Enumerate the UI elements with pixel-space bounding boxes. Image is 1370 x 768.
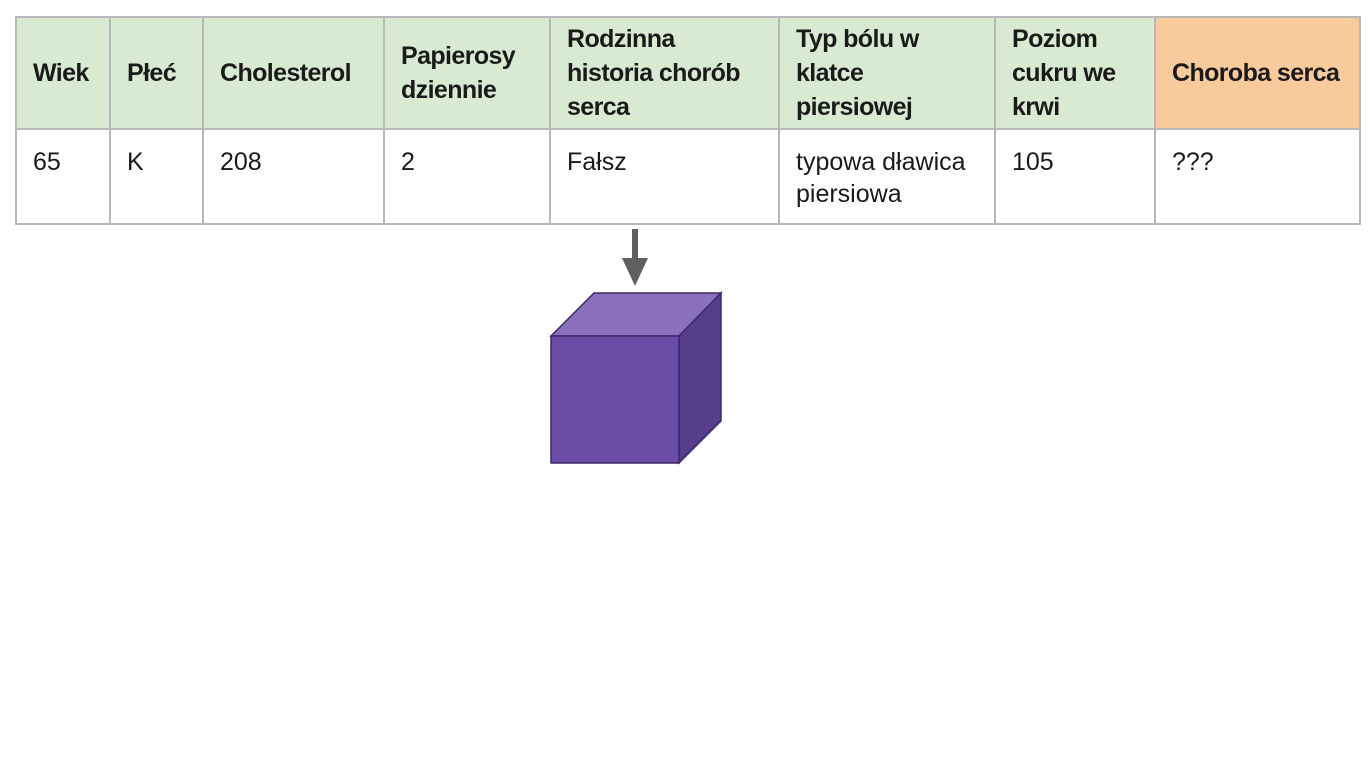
- header-rodzinna-historia: Rodzinna historia chorób serca: [549, 16, 780, 130]
- purple-cube-icon: [549, 291, 723, 465]
- cell-choroba-serca: ???: [1154, 128, 1361, 225]
- cell-cholesterol: 208: [202, 128, 385, 225]
- header-cholesterol: Cholesterol: [202, 16, 385, 130]
- table-row: 65 K 208 2 Fałsz typowa dławica piersiow…: [15, 128, 1361, 225]
- header-typ-bolu: Typ bólu w klatce piersiowej: [778, 16, 996, 130]
- header-plec: Płeć: [109, 16, 204, 130]
- header-papierosy-dziennie: Papierosy dziennie: [383, 16, 551, 130]
- header-row: Wiek Płeć Cholesterol Papierosy dziennie…: [15, 16, 1361, 130]
- down-arrow-icon: [622, 229, 648, 286]
- heart-disease-table: Wiek Płeć Cholesterol Papierosy dziennie…: [15, 16, 1361, 225]
- cube-front-face: [550, 335, 680, 464]
- header-choroba-serca: Choroba serca: [1154, 16, 1361, 130]
- cell-plec: K: [109, 128, 204, 225]
- cell-rodzinna-historia: Fałsz: [549, 128, 780, 225]
- cell-poziom-cukru: 105: [994, 128, 1156, 225]
- cell-papierosy-dziennie: 2: [383, 128, 551, 225]
- header-wiek: Wiek: [15, 16, 111, 130]
- arrow-head: [622, 258, 648, 286]
- cell-wiek: 65: [15, 128, 111, 225]
- cell-typ-bolu: typowa dławica piersiowa: [778, 128, 996, 225]
- header-poziom-cukru: Poziom cukru we krwi: [994, 16, 1156, 130]
